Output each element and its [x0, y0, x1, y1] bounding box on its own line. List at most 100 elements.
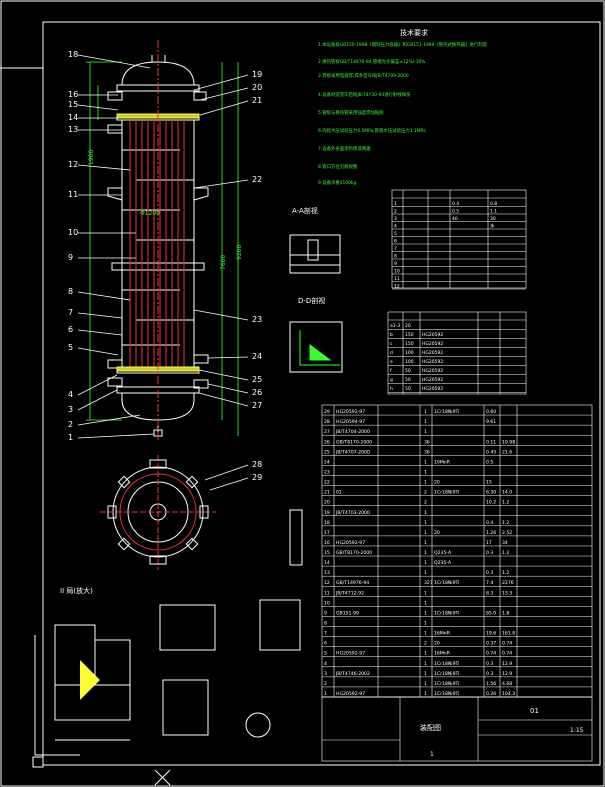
bom-cell: 1Cr18Ni9Ti	[434, 671, 459, 677]
design-cell: 1.1	[490, 209, 497, 215]
bom-cell: 10.98	[502, 439, 515, 445]
nozzle-cell: d	[390, 350, 393, 356]
leader-lines	[77, 54, 249, 491]
bom-cell: 0.5	[486, 459, 493, 465]
bom-cell: 4	[324, 661, 327, 667]
part-label: 9	[68, 253, 73, 262]
bom-cell: 12.9	[502, 671, 512, 677]
nozzle-cell: b	[390, 332, 393, 338]
nozzle-cell: HG20592	[422, 377, 443, 383]
bom-cell: 5	[324, 651, 327, 657]
nozzle-cell: 50	[405, 377, 411, 383]
spec-line: 6.壳程水压试验压力0.5MPa,管程水压试验压力1.1MPa	[318, 127, 426, 134]
spec-line: 2.换热管按GB/T14976-94,管端允许偏差±12%/-10%	[318, 58, 425, 65]
nozzle-cell: h	[390, 386, 393, 392]
bom-cell: 25	[324, 449, 330, 455]
bom-cell: GB151-99	[336, 610, 359, 616]
spec-line: 4.设备制造完毕后按JB/T4730-94进行射线探伤	[318, 91, 411, 98]
bom-cell: 1	[424, 570, 427, 576]
bom-cell: 1.2	[502, 550, 509, 556]
bom-cell: GB/T8170-2000	[336, 439, 372, 445]
bom-cell: 6	[324, 641, 327, 647]
nozzle-cell: e	[390, 360, 393, 365]
bom-cell: 161.8	[502, 631, 515, 637]
bom-cell: 0.74	[502, 641, 512, 647]
design-cell: 0.5	[452, 209, 459, 215]
bom-cell: 13.3	[502, 590, 512, 596]
bom-cell: 19	[324, 510, 330, 516]
dim-height-total: 9200	[236, 245, 243, 260]
dim-head: 1900	[88, 150, 95, 165]
dim-diameter: Φ1200	[140, 210, 160, 217]
bom-cell: 0.26	[486, 691, 496, 697]
bom-cell: 18	[324, 520, 330, 526]
bom-cell: 14.0	[502, 490, 512, 496]
bom-cell: 13	[324, 570, 330, 576]
bom-cell: 20	[434, 530, 440, 536]
detail-sections	[289, 234, 343, 373]
bom-cell: 1	[424, 540, 427, 546]
bom-cell: 1.2	[502, 500, 509, 506]
nozzle-cell: HG20592	[422, 386, 443, 392]
bom-cell: 0.45	[486, 449, 496, 455]
tube-bundle	[129, 120, 185, 367]
spec-line: 1.本设备按GB150-1998《钢制压力容器》和GB151-1999《管壳式换…	[318, 41, 488, 48]
bom-cell: 2276	[502, 580, 514, 586]
bom-cell: JB/T4703-2000	[335, 510, 370, 516]
bom-cell: 2	[424, 641, 427, 647]
bom-cell: 22	[324, 480, 330, 486]
bom-cell: 10MnR	[434, 459, 451, 465]
nozzle-cell: 150	[405, 332, 414, 338]
spec-line: 5.管板与换热管采用强度焊加贴胀	[318, 109, 384, 116]
bom-cell: 4.68	[502, 681, 512, 687]
bom-cell: 3	[324, 671, 327, 677]
part-label: 11	[68, 190, 78, 199]
design-cell: 8	[394, 254, 397, 260]
drawing-number: 01	[530, 707, 539, 715]
small-details	[159, 509, 303, 738]
bom-cell: 327	[424, 580, 433, 586]
design-cell: 12	[394, 284, 400, 290]
part-label: 23	[252, 315, 262, 324]
part-label: 15	[68, 100, 78, 109]
bom-cell: JB/T4704-2000	[335, 429, 370, 435]
bom-cell: 2.52	[502, 530, 512, 536]
bom-cell: 28	[324, 419, 330, 425]
part-label: 14	[68, 113, 78, 122]
bom-cell: 0.3	[486, 550, 493, 556]
bom-cell: 2	[324, 681, 327, 687]
section-d-title: D-D剖视	[298, 296, 325, 305]
nozzle-cell: 100	[405, 359, 414, 365]
bom-cell: 1	[424, 681, 427, 687]
part-label: 19	[252, 70, 262, 79]
bom-cell: 1	[424, 691, 427, 697]
part-label: 20	[252, 83, 262, 92]
part-label: 12	[68, 160, 78, 169]
bom-cell: 9	[324, 610, 327, 616]
nozzle-cell: HG20592	[422, 368, 443, 374]
bom-cell: 10.2	[486, 500, 496, 506]
tech-requirements: 技术要求 1.本设备按GB150-1998《钢制压力容器》和GB151-1999…	[318, 28, 488, 186]
bom-cell: 15	[324, 550, 330, 556]
bom-cell: HG20592-97	[336, 540, 365, 546]
bom-cell: 85.0	[486, 610, 496, 616]
design-cell: 0.4	[452, 201, 459, 207]
part-label: 25	[252, 375, 262, 384]
bom-cell: 2	[424, 500, 427, 506]
nozzle-cell: 20	[405, 323, 411, 329]
bom-cell: 1	[424, 610, 427, 616]
bom-cell: 1	[424, 419, 427, 425]
bom-cell: HG20592-97	[336, 409, 365, 415]
bom-cell: 0.4	[486, 520, 493, 526]
bom-cell: 1	[424, 530, 427, 536]
nozzle-cell: HG20592	[422, 359, 443, 365]
design-cell: 水	[490, 223, 495, 230]
nozzle-cell: 50	[405, 368, 411, 374]
part-label: 6	[68, 325, 73, 334]
design-cell: 1	[394, 201, 397, 207]
bom-cell: 29	[324, 409, 330, 415]
drawing-scale: 1:15	[570, 727, 584, 734]
